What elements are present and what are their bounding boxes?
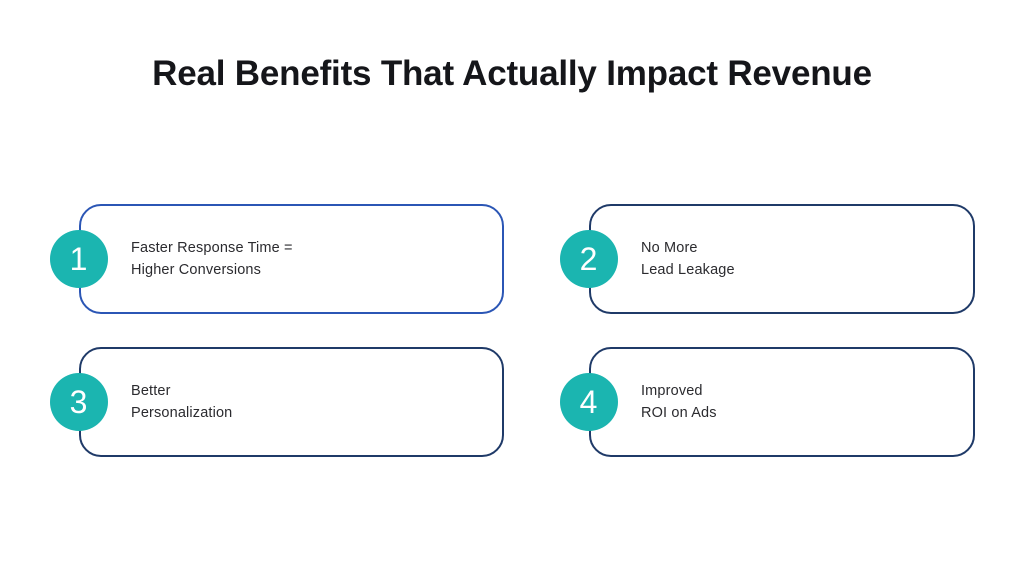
benefit-number-badge-4: 4 — [559, 373, 618, 431]
benefit-label-4: Improved ROI on Ads — [641, 382, 717, 421]
benefit-card-4[interactable]: 4 Improved ROI on Ads — [559, 347, 975, 457]
benefit-number-badge-3: 3 — [49, 373, 108, 431]
benefit-number-4: 4 — [579, 384, 598, 420]
benefit-card-2[interactable]: 2 No More Lead Leakage — [559, 204, 975, 314]
benefit-card-3[interactable]: 3 Better Personalization — [49, 347, 504, 457]
benefit-number-1: 1 — [69, 241, 88, 277]
benefit-label-3: Better Personalization — [131, 382, 233, 421]
benefit-label-1: Faster Response Time = Higher Conversion… — [131, 239, 293, 278]
benefit-number-3: 3 — [69, 384, 88, 420]
benefit-number-badge-2: 2 — [559, 230, 618, 288]
benefit-label-2: No More Lead Leakage — [641, 239, 735, 278]
benefit-number-2: 2 — [579, 241, 598, 277]
benefit-number-badge-1: 1 — [49, 230, 108, 288]
benefit-card-1[interactable]: 1 Faster Response Time = Higher Conversi… — [49, 204, 504, 314]
page-title: Real Benefits That Actually Impact Reven… — [152, 54, 872, 93]
